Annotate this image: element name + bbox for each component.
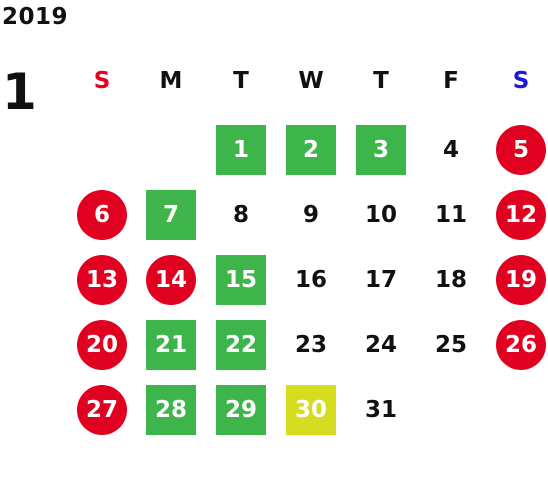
day-3: 3 [356, 125, 406, 175]
day-25: 25 [434, 332, 467, 358]
weekday-sun: S [93, 68, 111, 94]
weekday-wed: W [298, 68, 324, 94]
day-28: 28 [146, 385, 196, 435]
day-18: 18 [434, 267, 467, 293]
day-21: 21 [146, 320, 196, 370]
day-13: 13 [77, 255, 127, 305]
weekday-thu: T [373, 68, 389, 94]
day-22: 22 [216, 320, 266, 370]
day-9: 9 [302, 202, 319, 228]
day-16: 16 [294, 267, 327, 293]
day-12: 12 [496, 190, 546, 240]
weekday-fri: F [443, 68, 459, 94]
day-30: 30 [286, 385, 336, 435]
day-2: 2 [286, 125, 336, 175]
day-23: 23 [294, 332, 327, 358]
month-label: 1 [2, 63, 37, 121]
weekday-mon: M [159, 68, 183, 94]
year-label: 2019 [2, 4, 69, 30]
day-6: 6 [77, 190, 127, 240]
day-1: 1 [216, 125, 266, 175]
day-15: 15 [216, 255, 266, 305]
day-14: 14 [146, 255, 196, 305]
day-31: 31 [364, 397, 397, 423]
weekday-sat: S [512, 68, 530, 94]
day-17: 17 [364, 267, 397, 293]
day-27: 27 [77, 385, 127, 435]
day-7: 7 [146, 190, 196, 240]
day-20: 20 [77, 320, 127, 370]
day-29: 29 [216, 385, 266, 435]
day-24: 24 [364, 332, 397, 358]
day-8: 8 [232, 202, 249, 228]
day-5: 5 [496, 125, 546, 175]
weekday-tue: T [233, 68, 249, 94]
day-11: 11 [434, 202, 467, 228]
day-4: 4 [442, 137, 459, 163]
day-19: 19 [496, 255, 546, 305]
day-26: 26 [496, 320, 546, 370]
day-10: 10 [364, 202, 397, 228]
